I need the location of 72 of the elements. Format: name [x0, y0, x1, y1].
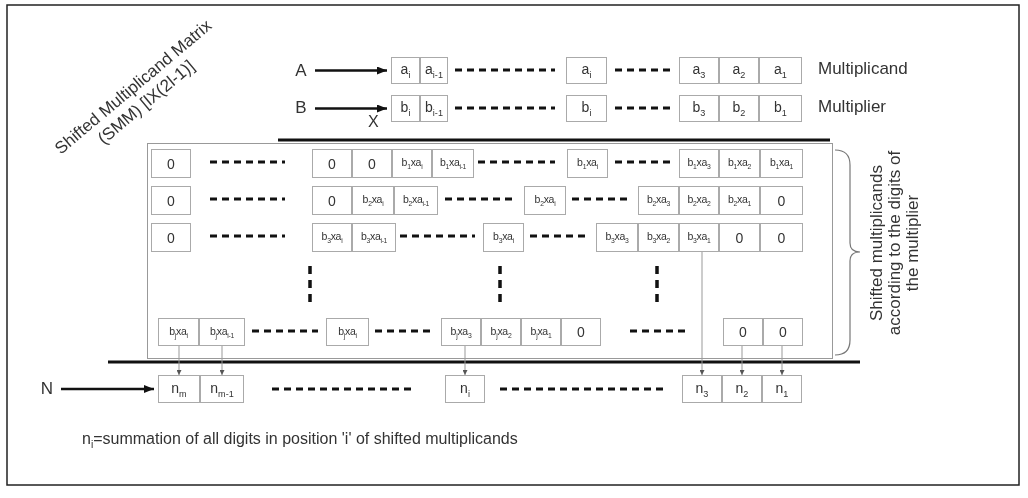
connector-line — [176, 344, 182, 376]
digit-cell: b$_{2}$xa$_{i-1}$ — [394, 186, 438, 215]
variable-label: N — [36, 378, 58, 400]
matrix-frame — [147, 143, 833, 359]
connector-line — [462, 344, 468, 376]
footnote: n$_{i}$=summation of all digits in position 'i' of shifted multiplicands — [82, 430, 518, 451]
digit-cell: b$_{j}$xa$_{3}$ — [441, 318, 481, 346]
digit-cell: b$_{2}$xa$_{3}$ — [638, 186, 679, 215]
digit-cell: b$_{3}$ — [679, 95, 719, 122]
digit-cell: a$_{i}$ — [391, 57, 420, 84]
digit-cell: b$_{1}$xa$_{i-1}$ — [432, 149, 474, 178]
connector-line — [219, 344, 225, 376]
digit-cell: b$_{i-1}$ — [420, 95, 448, 122]
digit-cell: n$_{3}$ — [682, 375, 722, 403]
digit-cell: n$_{1}$ — [762, 375, 802, 403]
digit-cell: n$_{2}$ — [722, 375, 762, 403]
digit-cell: b$_{3}$xa$_{1}$ — [679, 223, 719, 252]
digit-cell: b$_{3}$xa$_{i}$ — [483, 223, 524, 252]
variable-label: A — [290, 59, 312, 83]
connector-line — [739, 344, 745, 376]
digit-cell: a$_{i-1}$ — [420, 57, 448, 84]
digit-cell: b$_{j}$xa$_{1}$ — [521, 318, 561, 346]
digit-cell: 0 — [561, 318, 601, 346]
digit-cell: 0 — [763, 318, 803, 346]
digit-cell: b$_{3}$xa$_{3}$ — [596, 223, 638, 252]
digit-cell: 0 — [352, 149, 392, 178]
digit-cell: b$_{j}$xa$_{2}$ — [481, 318, 521, 346]
connector-line — [779, 344, 785, 376]
digit-cell: 0 — [760, 186, 803, 215]
digit-cell: 0 — [151, 223, 191, 252]
digit-cell: a$_{i}$ — [566, 57, 607, 84]
digit-cell: b$_{2}$xa$_{i}$ — [524, 186, 566, 215]
digit-cell: b$_{2}$xa$_{2}$ — [679, 186, 719, 215]
row-label: Multiplicand — [818, 59, 908, 79]
digit-cell: n$_{m}$ — [158, 375, 200, 403]
digit-cell: b$_{2}$ — [719, 95, 759, 122]
digit-cell: b$_{1}$xa$_{i}$ — [567, 149, 608, 178]
digit-cell: b$_{3}$xa$_{2}$ — [638, 223, 679, 252]
row-label: Multiplier — [818, 97, 887, 117]
digit-cell: a$_{3}$ — [679, 57, 719, 84]
digit-cell: b$_{1}$xa$_{i}$ — [392, 149, 432, 178]
multiply-sign: X — [368, 114, 379, 130]
connector-line — [699, 250, 705, 376]
digit-cell: b$_{2}$xa$_{i}$ — [352, 186, 394, 215]
brace-caption: Shifted multiplicands according to the digits of the multiplier — [868, 149, 922, 338]
digit-cell: 0 — [719, 223, 760, 252]
digit-cell: b$_{3}$xa$_{i}$ — [312, 223, 352, 252]
digit-cell: 0 — [151, 149, 191, 178]
digit-cell: b$_{j}$xa$_{i}$ — [158, 318, 199, 346]
digit-cell: b$_{1}$xa$_{3}$ — [679, 149, 719, 178]
digit-cell: b$_{1}$xa$_{1}$ — [760, 149, 803, 178]
digit-cell: b$_{j}$xa$_{i}$ — [326, 318, 369, 346]
digit-cell: b$_{2}$xa$_{1}$ — [719, 186, 760, 215]
digit-cell: n$_{m-1}$ — [200, 375, 244, 403]
digit-cell: 0 — [723, 318, 763, 346]
digit-cell: b$_{3}$xa$_{i-1}$ — [352, 223, 396, 252]
digit-cell: a$_{1}$ — [759, 57, 802, 84]
digit-cell: 0 — [312, 186, 352, 215]
digit-cell: b$_{j}$xa$_{i-1}$ — [199, 318, 245, 346]
digit-cell: b$_{1}$xa$_{2}$ — [719, 149, 760, 178]
arrow — [315, 66, 387, 75]
digit-cell: 0 — [151, 186, 191, 215]
arrow — [315, 104, 387, 113]
digit-cell: b$_{i}$ — [566, 95, 607, 122]
arrow — [61, 385, 154, 393]
digit-cell: b$_{i}$ — [391, 95, 420, 122]
digit-cell: b$_{1}$ — [759, 95, 802, 122]
digit-cell: 0 — [312, 149, 352, 178]
digit-cell: n$_{i}$ — [445, 375, 485, 403]
digit-cell: a$_{2}$ — [719, 57, 759, 84]
digit-cell: 0 — [760, 223, 803, 252]
variable-label: B — [290, 96, 312, 120]
